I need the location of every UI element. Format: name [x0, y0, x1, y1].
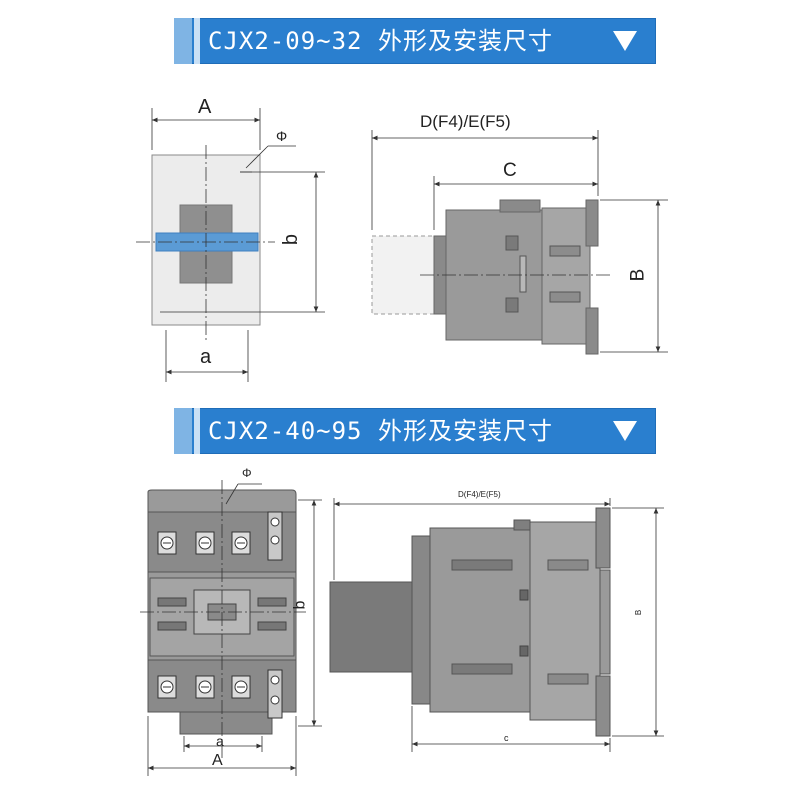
banner-stripe	[174, 408, 192, 454]
banner-title: CJX2-40~95 外形及安装尺寸	[208, 417, 553, 445]
dimension-label-A: A	[198, 96, 212, 118]
accessory-block	[329, 581, 413, 673]
dimension-label-a: a	[200, 346, 212, 368]
dimension-label-D-E-large: D(F4)/E(F5)	[458, 490, 501, 499]
side-body	[433, 199, 599, 355]
dimension-label-a-large: a	[216, 733, 224, 749]
dimension-label-C: C	[503, 160, 517, 181]
dimension-label-B-large: B	[634, 609, 644, 616]
dimension-label-A-large: A	[212, 752, 223, 769]
terminal-screws-top	[157, 511, 283, 561]
large-side-body	[411, 507, 611, 737]
dimension-label-D-E: D(F4)/E(F5)	[420, 112, 511, 131]
banner-stripe-light	[194, 408, 200, 454]
section-banner-large-models: CJX2-40~95 外形及安装尺寸	[174, 408, 656, 454]
section-banner-small-models: CJX2-09~32 外形及安装尺寸	[174, 18, 656, 64]
dimension-label-hole: Φ	[276, 128, 288, 144]
banner-stripe	[174, 18, 192, 64]
down-triangle-icon	[613, 421, 637, 441]
dimension-label-c-large: c	[504, 733, 509, 743]
banner-stripe-light	[194, 18, 200, 64]
dimension-label-hole-large: Φ	[242, 466, 252, 480]
down-triangle-icon	[613, 31, 637, 51]
terminal-screws-bottom	[157, 669, 283, 719]
banner-title: CJX2-09~32 外形及安装尺寸	[208, 27, 553, 55]
